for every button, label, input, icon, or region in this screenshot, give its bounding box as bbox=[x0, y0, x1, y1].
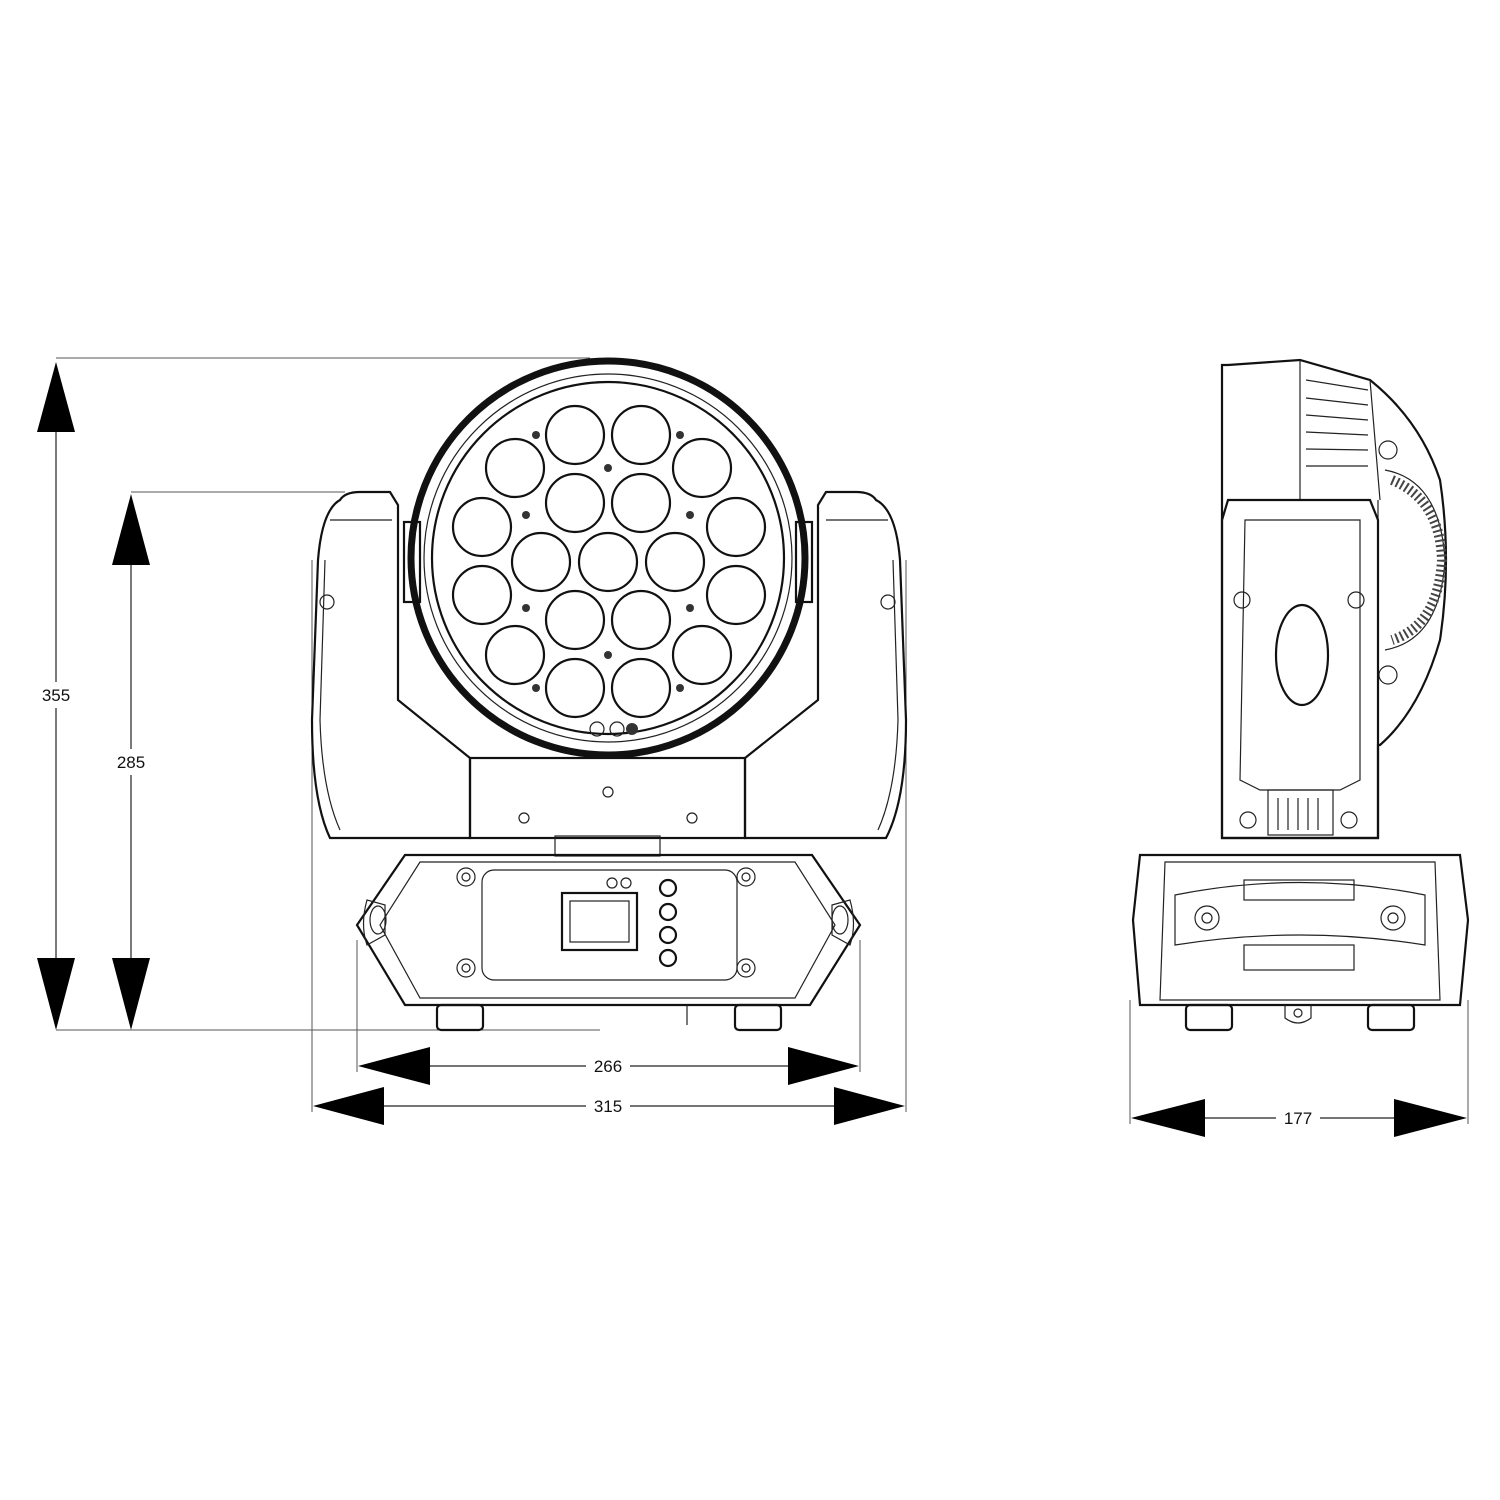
side-head bbox=[1220, 358, 1448, 840]
led-array bbox=[451, 404, 767, 719]
screw bbox=[676, 684, 684, 692]
arrow-left bbox=[358, 1047, 430, 1085]
led-lens bbox=[484, 624, 546, 686]
led-lens bbox=[644, 531, 706, 593]
dimension-yoke-height: 285 bbox=[111, 491, 345, 1030]
led-lens bbox=[544, 589, 606, 651]
side-view bbox=[1131, 358, 1470, 1032]
led-lens bbox=[577, 531, 639, 593]
screw bbox=[532, 431, 540, 439]
head-outer-ring bbox=[407, 357, 809, 759]
arrow-right bbox=[788, 1047, 859, 1085]
dimension-label-177: 177 bbox=[1284, 1109, 1312, 1128]
led-lens bbox=[705, 564, 767, 626]
heatsink-fins bbox=[1305, 379, 1369, 467]
arrow-right bbox=[834, 1087, 905, 1125]
led-lens bbox=[484, 437, 546, 499]
foot-right bbox=[733, 1003, 783, 1032]
led-lens bbox=[610, 404, 672, 466]
head-inner-ring bbox=[423, 373, 793, 743]
screw bbox=[532, 684, 540, 692]
led-lens bbox=[544, 472, 606, 534]
control-panel bbox=[481, 869, 738, 981]
side-base bbox=[1131, 853, 1470, 1007]
yoke-left-arm bbox=[310, 490, 472, 840]
yoke-center-block bbox=[468, 756, 747, 840]
side-yoke bbox=[1220, 498, 1380, 840]
led-lens bbox=[705, 496, 767, 558]
led-lens bbox=[544, 657, 606, 719]
led-lens bbox=[451, 564, 513, 626]
lens-plate bbox=[430, 380, 786, 736]
led-lens bbox=[610, 589, 672, 651]
led-lens bbox=[544, 404, 606, 466]
dimension-label-285: 285 bbox=[117, 753, 145, 772]
led-lens bbox=[610, 657, 672, 719]
dimension-overall-height: 355 bbox=[36, 357, 600, 1031]
arrow-left bbox=[1131, 1099, 1205, 1137]
front-view bbox=[310, 357, 908, 1032]
screw bbox=[522, 604, 530, 612]
dimension-side-depth: 177 bbox=[1129, 1000, 1469, 1137]
arrow-down bbox=[112, 958, 150, 1030]
arrow-right bbox=[1394, 1099, 1467, 1137]
arrow-down bbox=[37, 958, 75, 1030]
screw bbox=[686, 511, 694, 519]
dimension-base-width: 266 bbox=[356, 940, 861, 1085]
led-lens bbox=[671, 624, 733, 686]
front-base bbox=[355, 853, 862, 1007]
arrow-up bbox=[37, 362, 75, 432]
foot-left bbox=[435, 1003, 485, 1032]
dimension-label-355: 355 bbox=[42, 686, 70, 705]
dimension-label-315: 315 bbox=[594, 1097, 622, 1116]
dimension-label-266: 266 bbox=[594, 1057, 622, 1076]
screw bbox=[604, 464, 612, 472]
yoke-right-arm bbox=[743, 490, 908, 840]
led-lens bbox=[610, 472, 672, 534]
screw bbox=[676, 431, 684, 439]
lcd-display bbox=[560, 891, 639, 952]
menu-buttons bbox=[658, 878, 678, 968]
arrow-left bbox=[313, 1087, 384, 1125]
screw bbox=[686, 604, 694, 612]
screw bbox=[604, 651, 612, 659]
arrow-up bbox=[112, 494, 150, 565]
screw bbox=[522, 511, 530, 519]
led-lens bbox=[510, 531, 572, 593]
led-lens bbox=[671, 437, 733, 499]
led-lens bbox=[451, 496, 513, 558]
dimension-overall-width: 315 bbox=[311, 560, 907, 1125]
